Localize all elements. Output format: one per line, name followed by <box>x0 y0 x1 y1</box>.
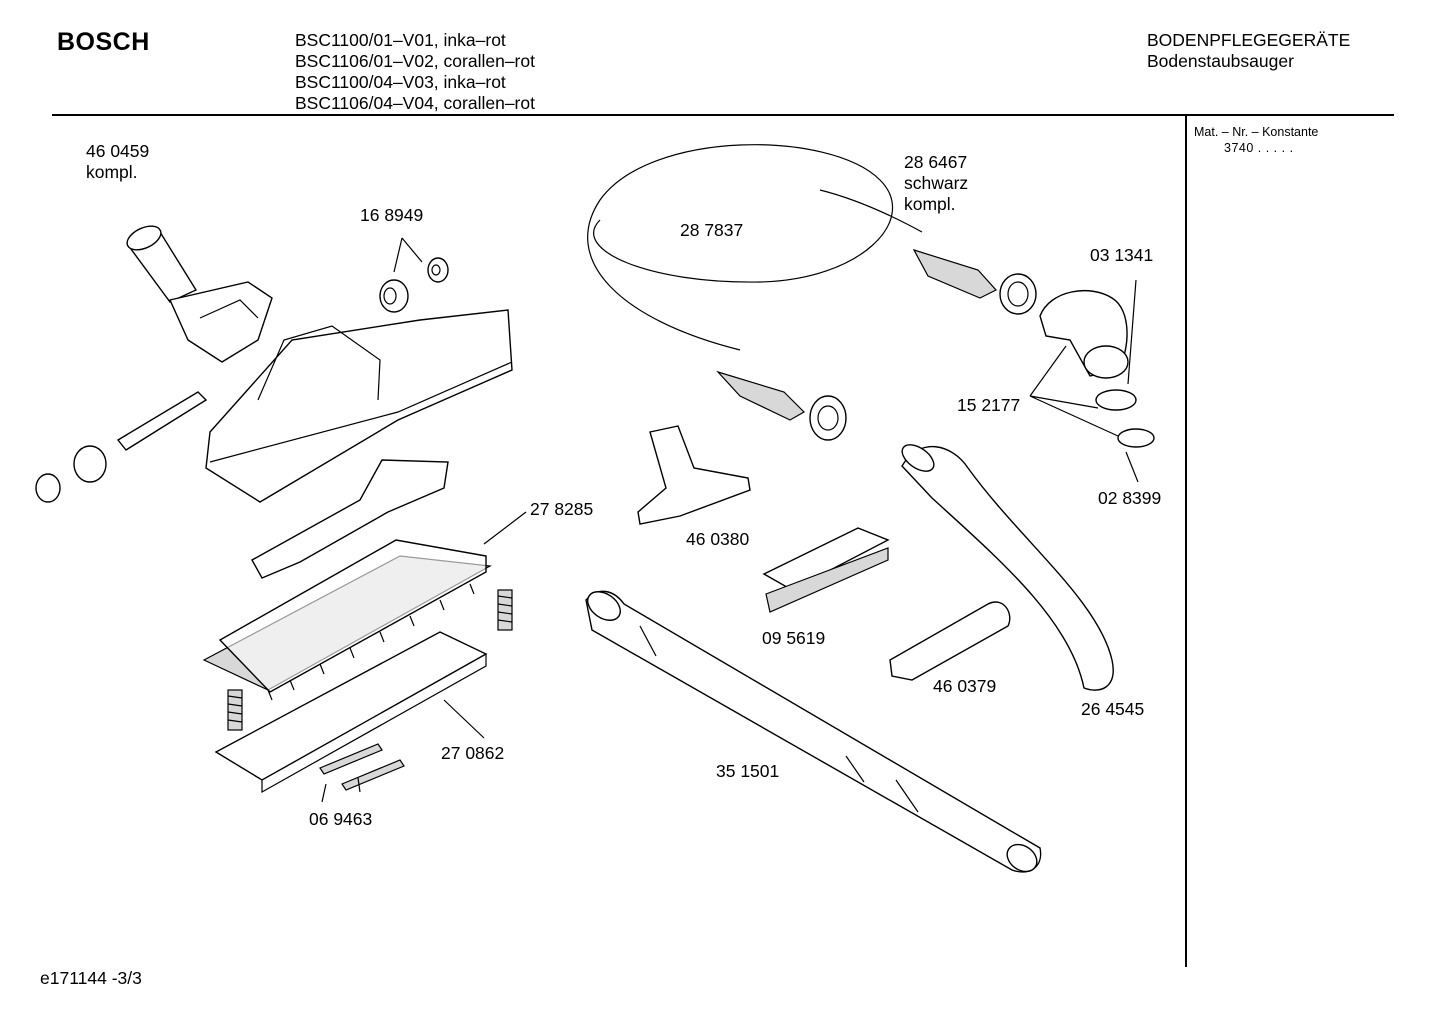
upholstery-nozzle-part <box>637 425 751 525</box>
sole-plate-part <box>214 631 488 794</box>
axle-part <box>35 391 208 503</box>
part-number: 28 7837 <box>680 220 744 240</box>
wheel-part <box>379 237 449 313</box>
category-title: BODENPFLEGEGERÄTE <box>1147 30 1351 50</box>
part-number: 46 0380 <box>686 529 750 549</box>
part-number: 02 8399 <box>1098 488 1162 508</box>
spring-part <box>227 589 513 731</box>
brush-plate-part <box>202 459 492 701</box>
part-label: 28 6467 schwarz kompl. <box>904 152 968 215</box>
part-number: 03 1341 <box>1090 245 1154 265</box>
part-number: 35 1501 <box>716 761 780 781</box>
part-number: 09 5619 <box>762 628 826 648</box>
part-number: 06 9463 <box>309 809 373 829</box>
part-number: 28 6467 <box>904 152 968 172</box>
model-line: BSC1106/01–V02, corallen–rot <box>295 51 535 71</box>
hose-part <box>587 144 923 441</box>
part-number: 46 0379 <box>933 676 997 696</box>
hose-end-part <box>912 248 1037 315</box>
material-constant-label: Mat. – Nr. – Konstante <box>1194 125 1319 139</box>
telescopic-tube-part <box>585 590 1042 873</box>
part-note: kompl. <box>86 162 138 182</box>
nozzle-housing-part <box>205 309 513 503</box>
bent-tube-part <box>901 444 1114 691</box>
material-constant-panel: Mat. – Nr. – Konstante 3740 . . . . . <box>1194 124 1318 156</box>
category-subtitle: Bodenstaubsauger <box>1147 51 1294 71</box>
leader-line <box>483 511 527 545</box>
part-label: 46 0459 kompl. <box>86 141 149 183</box>
strip-part <box>319 743 405 803</box>
part-number: 27 8285 <box>530 499 594 519</box>
brand-logo: BOSCH <box>57 28 150 56</box>
part-number: 26 4545 <box>1081 699 1145 719</box>
part-number: 16 8949 <box>360 205 424 225</box>
crevice-tool-part <box>889 601 1011 681</box>
part-number: 27 0862 <box>441 743 505 763</box>
part-note: kompl. <box>904 194 956 214</box>
nozzle-neck-part <box>126 225 273 363</box>
elbow-part <box>1039 279 1137 385</box>
part-number: 15 2177 <box>957 395 1021 415</box>
model-line: BSC1106/04–V04, corallen–rot <box>295 93 535 113</box>
part-number: 46 0459 <box>86 141 150 161</box>
model-line: BSC1100/04–V03, inka–rot <box>295 72 506 92</box>
part-note: schwarz <box>904 173 969 193</box>
brush-part <box>762 527 890 613</box>
category-heading: BODENPFLEGEGERÄTE Bodenstaubsauger <box>1147 30 1350 72</box>
exploded-parts-drawing <box>35 144 1155 873</box>
material-constant-value: 3740 . . . . . <box>1224 141 1294 155</box>
model-line: BSC1100/01–V01, inka–rot <box>295 30 506 50</box>
document-id: e171144 -3/3 <box>40 968 142 988</box>
side-panel-divider <box>1185 116 1187 967</box>
model-list: BSC1100/01–V01, inka–rot BSC1106/01–V02,… <box>295 30 535 114</box>
ring-part <box>1029 345 1155 483</box>
header-divider <box>52 114 1394 116</box>
